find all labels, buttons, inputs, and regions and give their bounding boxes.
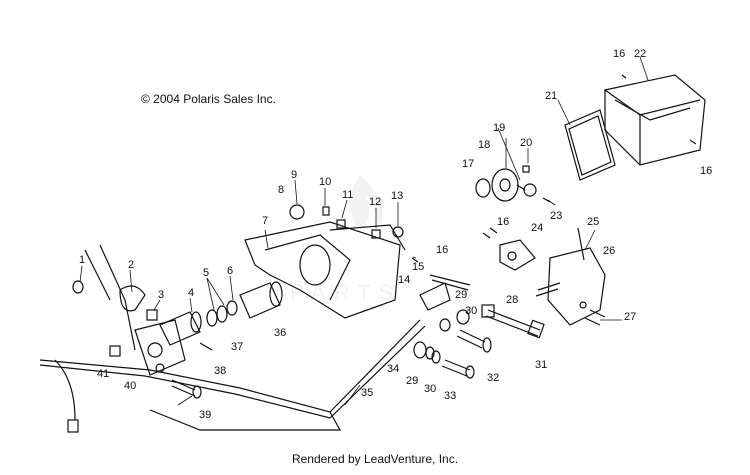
arm-7	[244, 221, 401, 319]
callout-40: 40	[124, 380, 136, 392]
callout-22: 22	[634, 48, 646, 60]
callout-4: 4	[188, 287, 194, 299]
callout-24: 24	[531, 222, 543, 234]
callout-25: 25	[587, 216, 599, 228]
callout-15: 15	[412, 261, 424, 273]
motor-26	[547, 247, 606, 326]
callout-32: 32	[487, 372, 499, 384]
callout-29a: 29	[455, 289, 467, 301]
plate-24	[499, 239, 536, 271]
callout-39: 39	[199, 409, 211, 421]
copyright-notice: © 2004 Polaris Sales Inc.	[141, 92, 276, 106]
callout-13: 13	[391, 190, 403, 202]
callout-30a: 30	[465, 305, 477, 317]
callout-17: 17	[462, 158, 474, 170]
callout-9: 9	[291, 169, 297, 181]
sleeve-36	[239, 282, 281, 319]
callout-16c: 16	[613, 48, 625, 60]
bracket-40	[134, 319, 186, 376]
callout-labels: 1 2 3 4 5 6 7 8 9 10 11 12 13 14 15 16 1…	[79, 48, 712, 421]
parts-lines	[39, 74, 706, 433]
callout-23: 23	[550, 210, 562, 222]
connector	[67, 419, 79, 433]
callout-6: 6	[227, 265, 233, 277]
callout-27: 27	[624, 311, 636, 323]
callout-7: 7	[262, 215, 268, 227]
callout-34: 34	[387, 363, 399, 375]
callout-10: 10	[319, 176, 331, 188]
callout-8: 8	[278, 184, 284, 196]
callout-12: 12	[369, 196, 381, 208]
watermark-text: PARTS	[290, 280, 401, 305]
callout-19: 19	[493, 122, 505, 134]
callout-38: 38	[214, 365, 226, 377]
callout-20: 20	[520, 137, 532, 149]
callout-37: 37	[231, 341, 243, 353]
callout-16a: 16	[436, 244, 448, 256]
gasket-21	[564, 109, 616, 181]
callout-28: 28	[506, 294, 518, 306]
callout-5: 5	[203, 267, 209, 279]
callout-3: 3	[158, 289, 164, 301]
callout-14: 14	[398, 274, 410, 286]
callout-2: 2	[128, 259, 134, 271]
bracket-2	[119, 285, 146, 312]
callout-26: 26	[603, 245, 615, 257]
callout-1: 1	[79, 254, 85, 266]
callout-30b: 30	[424, 383, 436, 395]
callout-41: 41	[97, 368, 109, 380]
callout-16b: 16	[497, 216, 509, 228]
wire-lead	[54, 359, 76, 421]
callout-35: 35	[361, 387, 373, 399]
box-22	[604, 74, 706, 166]
callout-33: 33	[444, 390, 456, 402]
leader-lines	[79, 56, 649, 406]
pulley-18	[491, 168, 519, 202]
cable-35	[39, 319, 421, 413]
callout-18: 18	[478, 139, 490, 151]
footer-credit: Rendered by LeadVenture, Inc.	[291, 452, 459, 466]
callout-29b: 29	[406, 375, 418, 387]
watermark-logo: PARTS	[290, 175, 401, 305]
callout-21: 21	[545, 90, 557, 102]
callout-16d: 16	[700, 165, 712, 177]
callout-36: 36	[274, 327, 286, 339]
callout-11: 11	[342, 189, 353, 201]
gear-9	[289, 204, 305, 220]
callout-31: 31	[535, 359, 547, 371]
